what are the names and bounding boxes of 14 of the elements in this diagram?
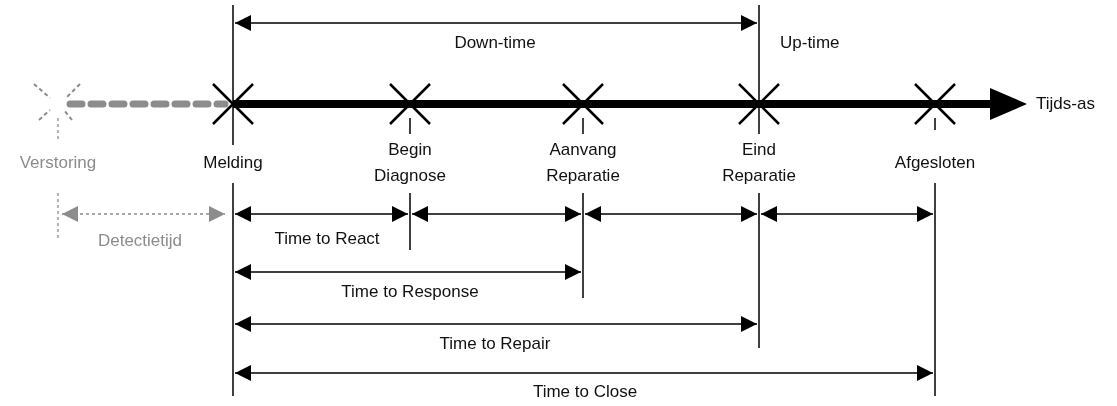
dimension-label: Detectietijd <box>97 230 183 252</box>
event-label: Eind Reparatie <box>721 139 797 187</box>
axis-label: Down-time <box>454 32 536 54</box>
event-label: Aanvang Reparatie <box>545 139 621 187</box>
event-label: Melding <box>202 152 264 174</box>
dimension-label: Time to Response <box>341 281 479 303</box>
dimension-label: Time to Repair <box>439 333 551 355</box>
axis-label: Tijds-as <box>1036 93 1095 115</box>
event-label: Afgesloten <box>893 152 977 174</box>
dimension-label: Time to React <box>274 228 380 250</box>
event-label: Begin Diagnose <box>373 139 447 187</box>
event-label: Verstoring <box>18 152 98 174</box>
axis-label: Up-time <box>780 32 840 54</box>
dimension-label: Time to Close <box>532 381 638 403</box>
